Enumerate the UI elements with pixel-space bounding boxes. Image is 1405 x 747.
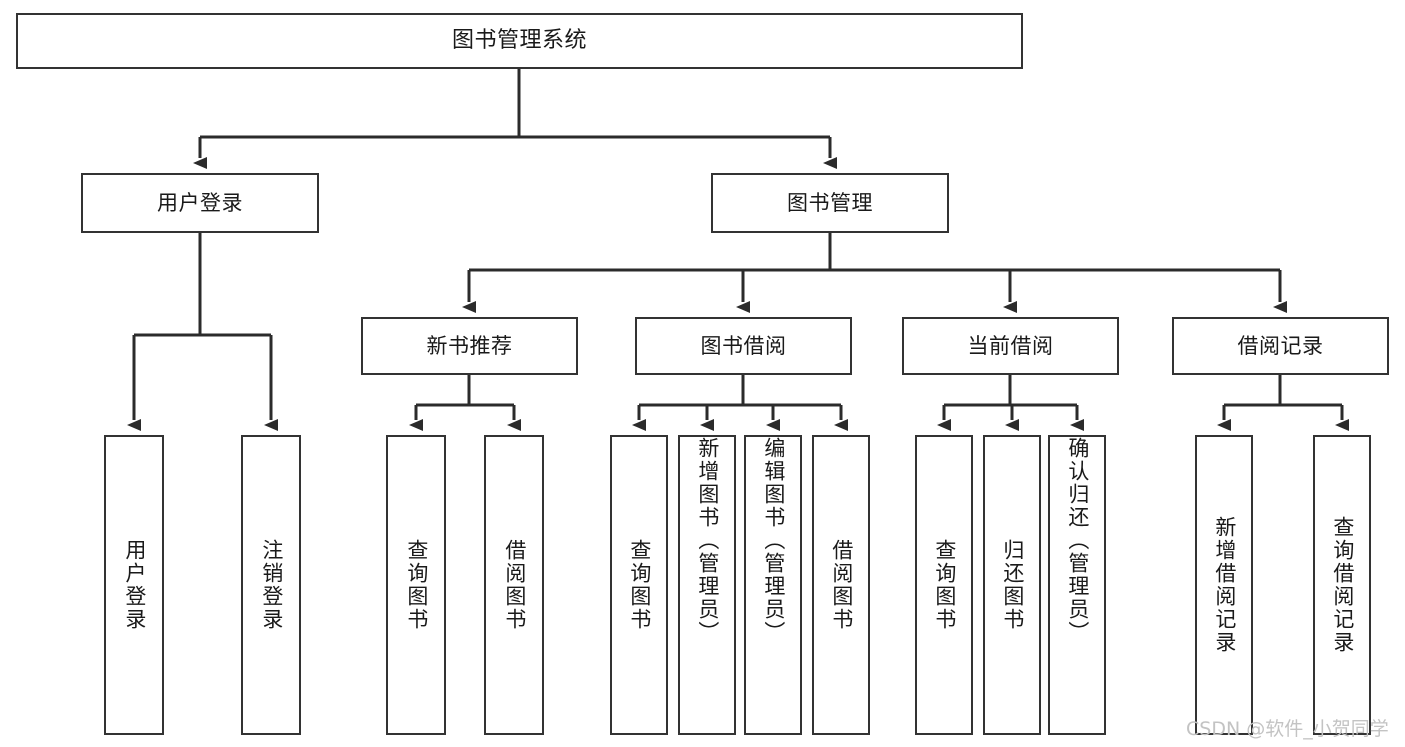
node-leaf-add-book-label: 新增图书（管理员） bbox=[695, 437, 720, 644]
node-leaf-query-book-borrow[interactable]: 查询图书 bbox=[610, 435, 668, 735]
node-leaf-add-record-label: 新增借阅记录 bbox=[1212, 516, 1237, 654]
node-user-login-label: 用户登录 bbox=[157, 190, 243, 215]
node-leaf-query-book-borrow-label: 查询图书 bbox=[627, 539, 652, 631]
node-new-book-rec[interactable]: 新书推荐 bbox=[361, 317, 578, 375]
node-leaf-borrow-book-rec[interactable]: 借阅图书 bbox=[484, 435, 544, 735]
node-new-book-rec-label: 新书推荐 bbox=[426, 333, 513, 358]
node-book-manage[interactable]: 图书管理 bbox=[711, 173, 949, 233]
node-user-login[interactable]: 用户登录 bbox=[81, 173, 319, 233]
node-leaf-confirm-return-label: 确认归还（管理员） bbox=[1065, 437, 1090, 644]
node-leaf-return-book[interactable]: 归还图书 bbox=[983, 435, 1041, 735]
node-book-borrow-label: 图书借阅 bbox=[700, 333, 787, 358]
node-leaf-return-book-label: 归还图书 bbox=[1000, 539, 1025, 631]
node-leaf-logout-label: 注销登录 bbox=[259, 539, 284, 631]
node-root[interactable]: 图书管理系统 bbox=[16, 13, 1023, 69]
node-leaf-add-record[interactable]: 新增借阅记录 bbox=[1195, 435, 1253, 735]
node-leaf-user-login-label: 用户登录 bbox=[122, 539, 147, 631]
node-leaf-logout[interactable]: 注销登录 bbox=[241, 435, 301, 735]
node-borrow-record-label: 借阅记录 bbox=[1237, 333, 1324, 358]
node-leaf-borrow-book-label: 借阅图书 bbox=[829, 539, 854, 631]
node-root-label: 图书管理系统 bbox=[451, 28, 587, 54]
node-leaf-query-record[interactable]: 查询借阅记录 bbox=[1313, 435, 1371, 735]
node-leaf-query-book-current[interactable]: 查询图书 bbox=[915, 435, 973, 735]
watermark: CSDN @软件_小贺同学 bbox=[1186, 718, 1389, 740]
node-current-borrow[interactable]: 当前借阅 bbox=[902, 317, 1119, 375]
node-leaf-borrow-book-rec-label: 借阅图书 bbox=[502, 539, 527, 631]
node-book-manage-label: 图书管理 bbox=[787, 190, 873, 215]
node-leaf-edit-book-label: 编辑图书（管理员） bbox=[761, 437, 786, 644]
node-leaf-query-book-current-label: 查询图书 bbox=[932, 539, 957, 631]
node-leaf-query-book-rec[interactable]: 查询图书 bbox=[386, 435, 446, 735]
node-leaf-borrow-book[interactable]: 借阅图书 bbox=[812, 435, 870, 735]
node-leaf-add-book[interactable]: 新增图书（管理员） bbox=[678, 435, 736, 735]
node-leaf-confirm-return[interactable]: 确认归还（管理员） bbox=[1048, 435, 1106, 735]
node-borrow-record[interactable]: 借阅记录 bbox=[1172, 317, 1389, 375]
node-leaf-query-record-label: 查询借阅记录 bbox=[1330, 516, 1355, 654]
node-leaf-edit-book[interactable]: 编辑图书（管理员） bbox=[744, 435, 802, 735]
node-book-borrow[interactable]: 图书借阅 bbox=[635, 317, 852, 375]
node-leaf-user-login[interactable]: 用户登录 bbox=[104, 435, 164, 735]
node-leaf-query-book-rec-label: 查询图书 bbox=[404, 539, 429, 631]
node-current-borrow-label: 当前借阅 bbox=[967, 333, 1054, 358]
